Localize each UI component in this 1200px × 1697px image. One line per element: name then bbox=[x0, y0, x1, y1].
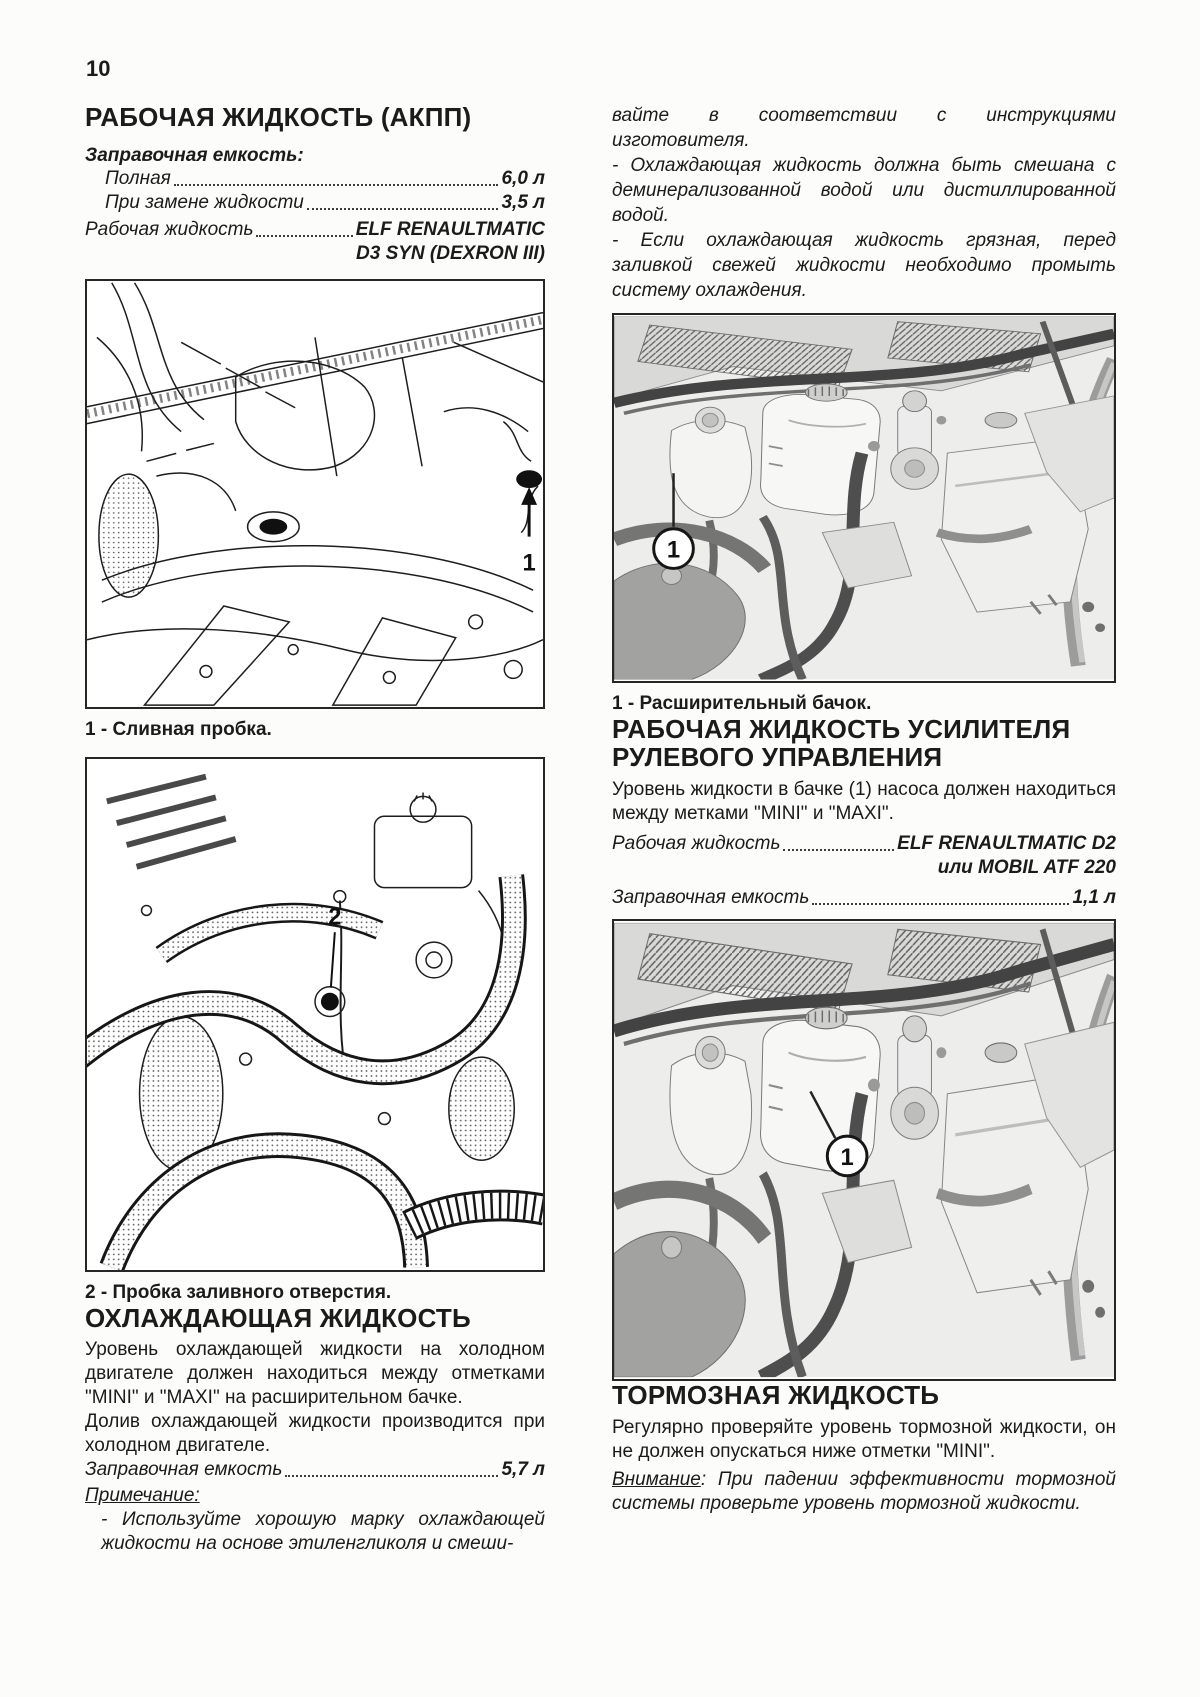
spec-value-line2: или MOBIL ATF 220 bbox=[937, 857, 1116, 878]
filler-plug bbox=[320, 992, 339, 1011]
figure-caption: 1 - Расширительный бачок. bbox=[612, 693, 872, 714]
callout-leader bbox=[809, 1090, 837, 1139]
engine-top-drawing: 2 bbox=[87, 761, 543, 1270]
spec-label: Заправочная емкость bbox=[85, 1459, 283, 1480]
paragraph: Регулярно проверяйте уровень тормозной ж… bbox=[612, 1417, 1116, 1462]
dotted-leader bbox=[783, 849, 895, 851]
spec-value: ELF RENAULTMATIC D2 bbox=[897, 833, 1116, 854]
spec-value: 6,0 л bbox=[501, 168, 545, 189]
drain-plug bbox=[516, 470, 543, 489]
note-item: - Если охлаждающая жидкость грязная, пер… bbox=[612, 230, 1116, 301]
section-title-brake-fluid: ТОРМОЗНАЯ ЖИДКОСТЬ bbox=[612, 1380, 940, 1410]
paragraph: Уровень жидкости в бачке (1) насоса долж… bbox=[612, 779, 1116, 824]
figure-callout: 2 bbox=[328, 903, 341, 930]
callout-leader bbox=[329, 932, 336, 988]
dotted-leader bbox=[256, 235, 353, 237]
dotted-leader bbox=[306, 208, 499, 210]
left-column: РАБОЧАЯ ЖИДКОСТЬ (АКПП) Заправочная емко… bbox=[85, 103, 545, 1556]
figure-callout: 1 bbox=[667, 537, 680, 564]
warning-label: Внимание bbox=[612, 1469, 701, 1490]
paragraph: Уровень охлаждающей жидкости на холодном… bbox=[85, 1339, 545, 1408]
figure-callout: 1 bbox=[523, 549, 536, 576]
section-title-atf: РАБОЧАЯ ЖИДКОСТЬ (АКПП) bbox=[85, 102, 472, 132]
engine-bay-drawing: 1 bbox=[614, 921, 1114, 1379]
warning-paragraph: Внимание: При падении эффективности торм… bbox=[612, 1468, 1116, 1516]
section-title-coolant: ОХЛАЖДАЮЩАЯ ЖИДКОСТЬ bbox=[85, 1303, 471, 1333]
spec-value: 1,1 л bbox=[1072, 887, 1116, 908]
note-continuation: вайте в соответствии с инструкциями изго… bbox=[612, 105, 1116, 151]
paragraph: Долив охлаждающей жидкости производится … bbox=[85, 1411, 545, 1456]
spec-value: ELF RENAULTMATIC bbox=[355, 219, 545, 240]
page-number: 10 bbox=[86, 56, 111, 81]
spec-label: Полная bbox=[105, 168, 171, 189]
spec-label: При замене жидкости bbox=[105, 192, 304, 213]
spec-value: 3,5 л bbox=[501, 192, 545, 213]
section-title-power-steering: РАБОЧАЯ ЖИДКОСТЬ УСИЛИТЕЛЯ РУЛЕВОГО УПРА… bbox=[612, 714, 1071, 772]
capacity-heading: Заправочная емкость: bbox=[85, 145, 304, 166]
dotted-leader bbox=[812, 903, 1070, 905]
figure-filler-plug: 2 bbox=[85, 757, 545, 1272]
engine-underbody-drawing: 1 bbox=[87, 282, 543, 706]
spec-value: 5,7 л bbox=[501, 1459, 545, 1480]
engine-bay-drawing: 1 bbox=[614, 315, 1114, 681]
spec-row-coolant-capacity: Заправочная емкость 5,7 л bbox=[85, 1458, 545, 1482]
dotted-leader bbox=[285, 1475, 499, 1477]
figure-expansion-tank: 1 bbox=[612, 313, 1116, 683]
note-heading: Примечание: bbox=[85, 1485, 200, 1506]
spec-row-refill-capacity: При замене жидкости 3,5 л bbox=[85, 191, 545, 215]
spec-label: Рабочая жидкость bbox=[612, 833, 781, 854]
note-item: - Охлаждающая жидкость должна быть смеша… bbox=[612, 155, 1116, 226]
spec-label: Рабочая жидкость bbox=[85, 219, 254, 240]
note-text: - Используйте хорошую марку охлаждающей … bbox=[101, 1509, 545, 1554]
figure-caption: 1 - Сливная пробка. bbox=[85, 719, 272, 740]
spec-value-line2: D3 SYN (DEXRON III) bbox=[356, 243, 545, 264]
spec-label: Заправочная емкость bbox=[612, 887, 810, 908]
spec-row-ps-capacity: Заправочная емкость 1,1 л bbox=[612, 886, 1116, 910]
spec-row-full-capacity: Полная 6,0 л bbox=[85, 167, 545, 191]
spec-row-atf-fluid: Рабочая жидкость ELF RENAULTMATIC D3 SYN… bbox=[85, 218, 545, 266]
callout-circle bbox=[825, 1134, 869, 1178]
figure-caption: 2 - Пробка заливного отверстия. bbox=[85, 1282, 392, 1303]
figure-callout: 1 bbox=[841, 1144, 854, 1171]
spec-row-ps-fluid: Рабочая жидкость ELF RENAULTMATIC D2 или… bbox=[612, 832, 1116, 880]
figure-ps-reservoir: 1 bbox=[612, 919, 1116, 1381]
warning-text: : При падении эффективности тормозной си… bbox=[612, 1469, 1116, 1514]
callout-circle bbox=[652, 527, 695, 570]
figure-drain-plug: 1 bbox=[85, 279, 545, 709]
dotted-leader bbox=[173, 184, 499, 186]
right-column: вайте в соответствии с инструкциями изго… bbox=[612, 103, 1116, 1516]
